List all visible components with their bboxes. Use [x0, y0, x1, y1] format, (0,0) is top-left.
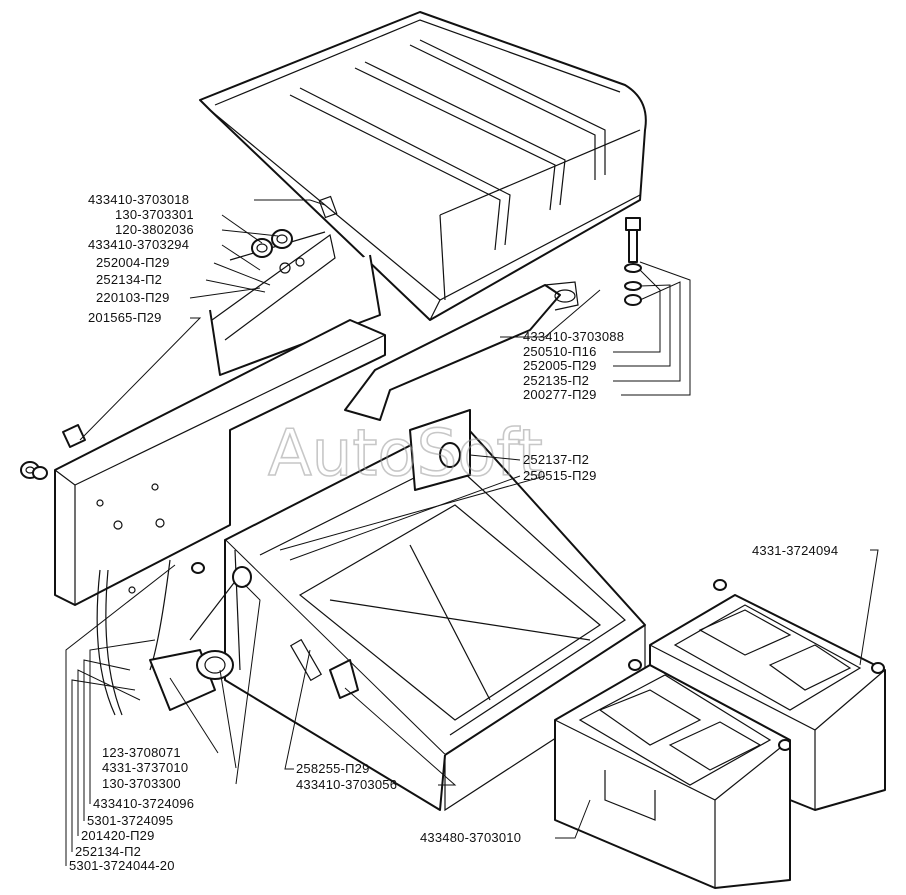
part-label: 201420-П29 — [81, 828, 155, 843]
support-bracket — [344, 281, 579, 421]
battery-rear — [649, 579, 886, 811]
part-label: 433480-3703010 — [420, 830, 521, 845]
part-label: 252134-П2 — [96, 272, 162, 287]
part-label: 5301-3724095 — [87, 813, 173, 828]
part-label: 200277-П29 — [523, 387, 597, 402]
part-label: 252134-П2 — [75, 844, 141, 859]
part-label: 130-3703301 — [115, 207, 194, 222]
part-label: 123-3708071 — [102, 745, 181, 760]
part-label: 433410-3703294 — [88, 237, 189, 252]
part-label: 433410-3703088 — [523, 329, 624, 344]
part-label: 5301-3724044-20 — [69, 858, 175, 873]
part-label: 258255-П29 — [296, 761, 370, 776]
battery-front — [554, 659, 792, 889]
part-label: 4331-3724094 — [752, 543, 838, 558]
part-label: 220103-П29 — [96, 290, 170, 305]
part-label: 433410-3703056 — [296, 777, 397, 792]
part-label: 120-3802036 — [115, 222, 194, 237]
part-label: 433410-3703018 — [88, 192, 189, 207]
watermark-text: AutoSoft — [268, 417, 543, 491]
part-label: 250510-П16 — [523, 344, 597, 359]
part-label: 252137-П2 — [523, 452, 589, 467]
rail-bolt — [20, 424, 86, 480]
part-label: 250515-П29 — [523, 468, 597, 483]
bolt-assembly — [624, 217, 642, 306]
part-label: 433410-3724096 — [93, 796, 194, 811]
frame-rail — [54, 319, 386, 606]
ground-switch — [96, 559, 252, 716]
part-label: 252004-П29 — [96, 255, 170, 270]
part-label: 201565-П29 — [88, 310, 162, 325]
battery-box-lid — [199, 11, 647, 321]
leader-lines — [65, 199, 879, 866]
part-label: 4331-3737010 — [102, 760, 188, 775]
tray-clip — [329, 659, 359, 699]
washer-pair — [251, 229, 293, 258]
part-label: 252005-П29 — [523, 358, 597, 373]
part-label: 252135-П2 — [523, 373, 589, 388]
clamping-frame — [209, 231, 381, 376]
part-label: 130-3703300 — [102, 776, 181, 791]
part-labels: 433410-3703018 130-3703301 120-3802036 4… — [69, 192, 838, 873]
